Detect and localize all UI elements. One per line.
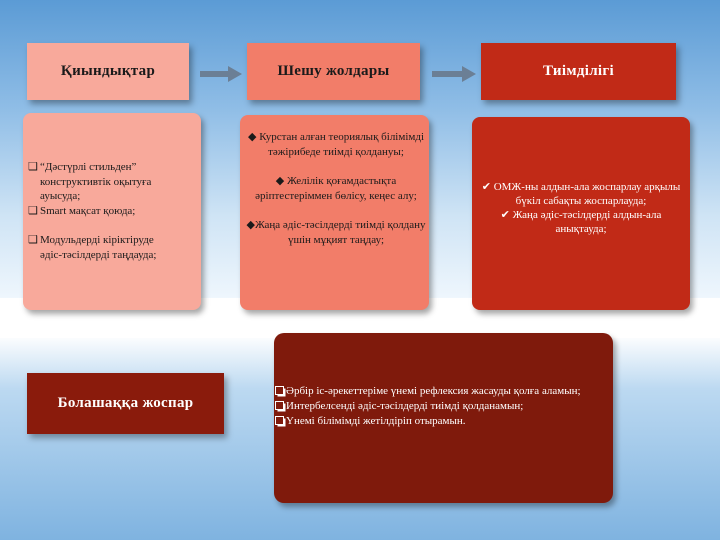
list-item: ✔ ОМЖ-ны алдын-ала жоспарлау арқылы бүкі… xyxy=(481,181,681,207)
checkbox-bullet-icon: ❑ xyxy=(28,161,38,173)
list-item: ◆ Курстан алған теориялық білімімді тәжі… xyxy=(247,131,424,158)
future-plan-list: Әрбір іс-әрекеттеріме үнемі рефлексия жа… xyxy=(272,384,602,429)
list-item: ✔ Жаңа әдіс-тәсілдерді алдын-ала анықтау… xyxy=(500,209,662,235)
list-item: ❑Smart мақсат қоюда; xyxy=(28,204,136,217)
list-item: Интербелсенді әдіс-тәсілдерді тиімді қол… xyxy=(272,399,602,414)
checkbox-bullet-icon xyxy=(275,401,284,410)
header-effectiveness: Тиімділігі xyxy=(481,43,676,100)
list-item: ❑Модульдерді кіріктіруде әдіс-тәсілдерді… xyxy=(28,234,157,261)
checkbox-bullet-icon: ❑ xyxy=(28,234,38,246)
list-item: Үнемі білімімді жетілдіріп отырамын. xyxy=(272,414,602,429)
checkbox-bullet-icon xyxy=(275,386,284,395)
header-future-plan: Болашаққа жоспар xyxy=(27,373,224,434)
list-item: Әрбір іс-әрекеттеріме үнемі рефлексия жа… xyxy=(272,384,602,399)
header-solutions-label: Шешу жолдары xyxy=(277,63,390,79)
list-item: ❑“Дәстүрлі стильден” конструктивтік оқыт… xyxy=(28,161,152,202)
diamond-bullet-icon: ◆ xyxy=(246,219,255,231)
arrow-right-icon xyxy=(432,66,476,82)
difficulties-panel xyxy=(23,113,201,310)
header-difficulties-label: Қиындықтар xyxy=(60,63,156,79)
checkbox-bullet-icon xyxy=(275,416,284,425)
header-effectiveness-label: Тиімділігі xyxy=(543,63,614,79)
list-item: ◆Жаңа әдіс-тәсілдерді тиімді қолдану үші… xyxy=(246,219,426,246)
header-future-plan-label: Болашаққа жоспар xyxy=(57,395,194,411)
difficulties-list: ❑“Дәстүрлі стильден” конструктивтік оқыт… xyxy=(28,160,178,262)
header-solutions: Шешу жолдары xyxy=(247,43,420,100)
diamond-bullet-icon: ◆ xyxy=(247,131,257,143)
solutions-panel xyxy=(240,115,429,310)
effectiveness-panel xyxy=(472,117,690,310)
list-item: ◆ Желілік қоғамдастықта әріптестеріммен … xyxy=(255,175,417,202)
check-bullet-icon: ✔ xyxy=(481,181,491,193)
header-difficulties: Қиындықтар xyxy=(27,43,189,100)
effectiveness-list: ✔ ОМЖ-ны алдын-ала жоспарлау арқылы бүкі… xyxy=(476,180,686,236)
solutions-list: ◆ Курстан алған теориялық білімімді тәжі… xyxy=(244,130,428,247)
check-bullet-icon: ✔ xyxy=(500,209,510,221)
future-plan-panel xyxy=(274,333,613,503)
arrow-right-icon xyxy=(200,66,242,82)
checkbox-bullet-icon: ❑ xyxy=(28,204,38,217)
diamond-bullet-icon: ◆ xyxy=(275,175,285,187)
